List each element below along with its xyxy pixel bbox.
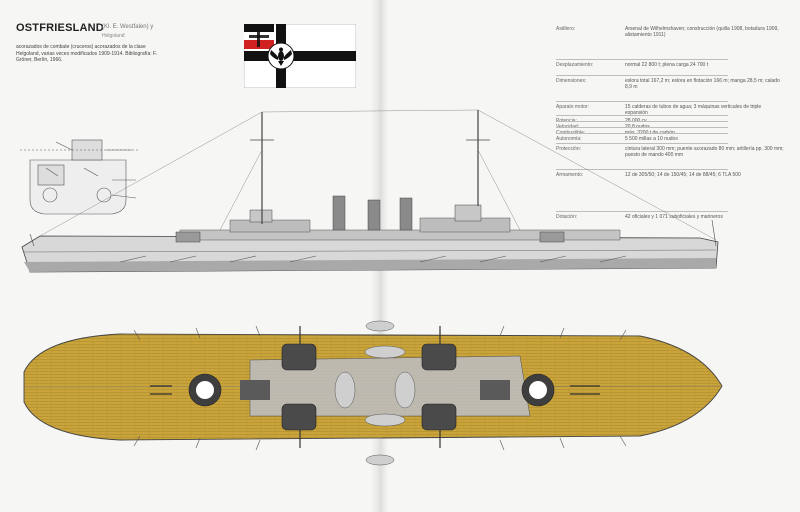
deck-plan-drawing <box>23 320 723 466</box>
ship-title: OSTFRIESLAND <box>16 22 104 34</box>
spec-label: Autonomía: <box>556 136 582 142</box>
spec-value: 5 500 millas a 10 nudos <box>625 136 678 142</box>
spec-label: Protección: <box>556 146 582 152</box>
spec-label: Astillero: <box>556 26 576 32</box>
ship-tag: Helgoland <box>102 33 125 39</box>
spec-label: Aparato motor: <box>556 104 590 110</box>
spec-label: Dotación: <box>556 214 578 220</box>
eagle-icon <box>270 47 292 66</box>
spec-divider <box>556 121 728 122</box>
spec-value: 12 de 305/50; 14 de 150/45; 14 de 88/45;… <box>625 172 741 178</box>
intro-text: acorazados de combate (cruceros) acoraza… <box>16 44 157 63</box>
spec-label: Armamento: <box>556 172 584 178</box>
side-profile-drawing <box>21 109 719 273</box>
war-ensign-flag <box>244 24 356 88</box>
spec-label: Dimensiones: <box>556 78 587 84</box>
spec-divider <box>556 143 728 144</box>
spec-divider <box>556 133 728 134</box>
spec-divider <box>556 101 728 102</box>
spec-divider <box>556 127 728 128</box>
spec-value: 15 calderas de tubos de agua; 3 máquinas… <box>625 104 762 117</box>
ship-class: (Kl. E. Westfalen) y <box>102 24 154 30</box>
spec-label: Desplazamiento: <box>556 62 594 68</box>
spec-value: Arsenal de Wilhelmshaven; construcción (… <box>625 26 779 39</box>
spec-divider <box>556 115 728 116</box>
spec-value: eslora total 167,2 m; eslora en flotació… <box>625 78 780 91</box>
spec-value: normal 22 800 t; plena carga 24 700 t <box>625 62 709 68</box>
spec-value: cintura lateral 300 mm; puente acorazado… <box>625 146 784 159</box>
midship-section-diagram <box>20 139 140 215</box>
spec-divider <box>556 59 728 60</box>
spec-divider <box>556 211 728 212</box>
spec-divider <box>556 75 728 76</box>
spec-divider <box>556 169 728 170</box>
